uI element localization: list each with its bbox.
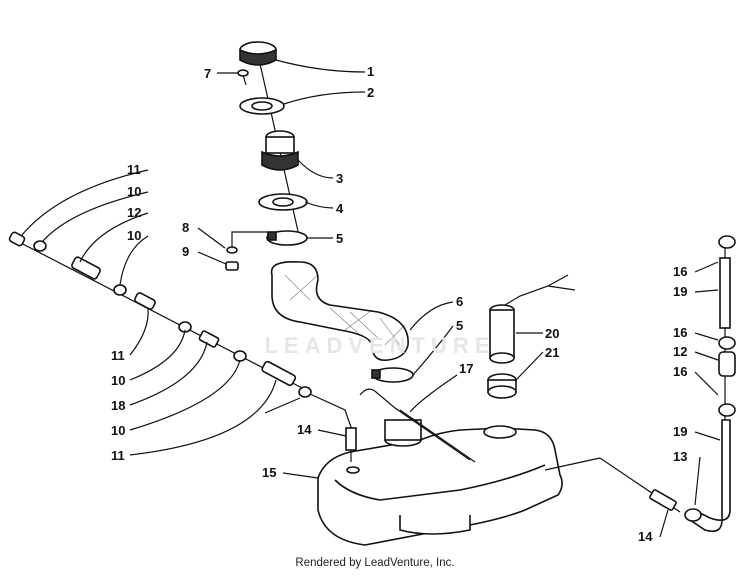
part-5-hose-clamp-upper[interactable]: [266, 230, 308, 246]
watermark: LEADVENTURE: [264, 333, 496, 358]
callout-9: 9: [182, 244, 189, 259]
callout-7: 7: [204, 66, 211, 81]
callout-labels: 1 2 3 4 5 6 5 7 8 9 10 10 10 10 11 11 11…: [111, 64, 687, 544]
part-16-clamp-right-1[interactable]: [718, 235, 736, 249]
callout-21: 21: [545, 345, 559, 360]
part-4-gasket[interactable]: [258, 193, 308, 211]
part-11-hose-left-1[interactable]: [8, 231, 26, 247]
part-17-vent-line[interactable]: [359, 388, 476, 463]
callout-11a: 11: [127, 162, 141, 177]
callout-11b: 11: [111, 348, 125, 363]
callout-10d: 10: [111, 423, 125, 438]
callout-2: 2: [367, 85, 374, 100]
part-7-screw[interactable]: [237, 69, 249, 86]
part-10-clamp-left-2[interactable]: [113, 284, 127, 296]
part-15-fuel-tank[interactable]: [317, 419, 563, 546]
callout-16b: 16: [673, 325, 687, 340]
callout-16c: 16: [673, 364, 687, 379]
part-12-fuel-filter-right[interactable]: [718, 351, 736, 377]
callout-16a: 16: [673, 264, 687, 279]
callout-14b: 14: [638, 529, 653, 544]
part-1-filler-cap[interactable]: [239, 41, 277, 66]
callout-5: 5: [336, 231, 343, 246]
part-18-fitting[interactable]: [198, 330, 220, 348]
callout-8: 8: [182, 220, 189, 235]
part-11-hose-left-3[interactable]: [261, 360, 297, 387]
part-13-elbow-fitting[interactable]: [684, 508, 702, 522]
part-10-clamp-left-5[interactable]: [298, 386, 312, 398]
part-21-sender-gasket[interactable]: [487, 373, 517, 399]
part-2-gasket[interactable]: [239, 97, 285, 115]
part-3-filler-neck[interactable]: [261, 130, 299, 171]
callout-15: 15: [262, 465, 276, 480]
part-20-fuel-sender[interactable]: [489, 274, 576, 364]
leader-lines: [21, 59, 721, 538]
outlet-leader: [544, 457, 601, 471]
callout-14a: 14: [297, 422, 312, 437]
callout-6: 6: [456, 294, 463, 309]
callout-5b: 5: [456, 318, 463, 333]
callout-19a: 19: [673, 284, 687, 299]
callout-1: 1: [367, 64, 374, 79]
part-16-clamp-right-2[interactable]: [718, 336, 736, 350]
fuel-line-to-fitting: [309, 393, 353, 431]
part-10-clamp-left-4[interactable]: [233, 350, 247, 362]
callout-13: 13: [673, 449, 687, 464]
callout-17: 17: [459, 361, 473, 376]
part-14-fitting-right[interactable]: [649, 489, 677, 511]
part-9-cap[interactable]: [225, 261, 239, 271]
footer-credit: Rendered by LeadVenture, Inc.: [295, 557, 455, 569]
part-19-hose-right-1[interactable]: [719, 257, 731, 329]
callout-18: 18: [111, 398, 125, 413]
callout-12a: 12: [127, 205, 141, 220]
callout-19b: 19: [673, 424, 687, 439]
callout-11c: 11: [111, 448, 125, 463]
part-16-clamp-right-3[interactable]: [718, 403, 736, 417]
part-12-fuel-filter-left[interactable]: [71, 256, 101, 280]
callout-10b: 10: [127, 228, 141, 243]
callout-12b: 12: [673, 344, 687, 359]
callout-10a: 10: [127, 184, 141, 199]
part-5-hose-clamp-lower[interactable]: [371, 367, 414, 383]
callout-20: 20: [545, 326, 559, 341]
callout-3: 3: [336, 171, 343, 186]
part-14-fitting-left[interactable]: [345, 427, 357, 462]
part-6-fill-hose[interactable]: [270, 260, 409, 362]
callout-10c: 10: [111, 373, 125, 388]
part-8-vent-tube[interactable]: [226, 231, 268, 254]
part-10-clamp-left-1[interactable]: [33, 240, 47, 252]
fuel-line-axis-left: [14, 239, 311, 393]
part-11-hose-left-2[interactable]: [134, 292, 156, 310]
callout-4: 4: [336, 201, 344, 216]
